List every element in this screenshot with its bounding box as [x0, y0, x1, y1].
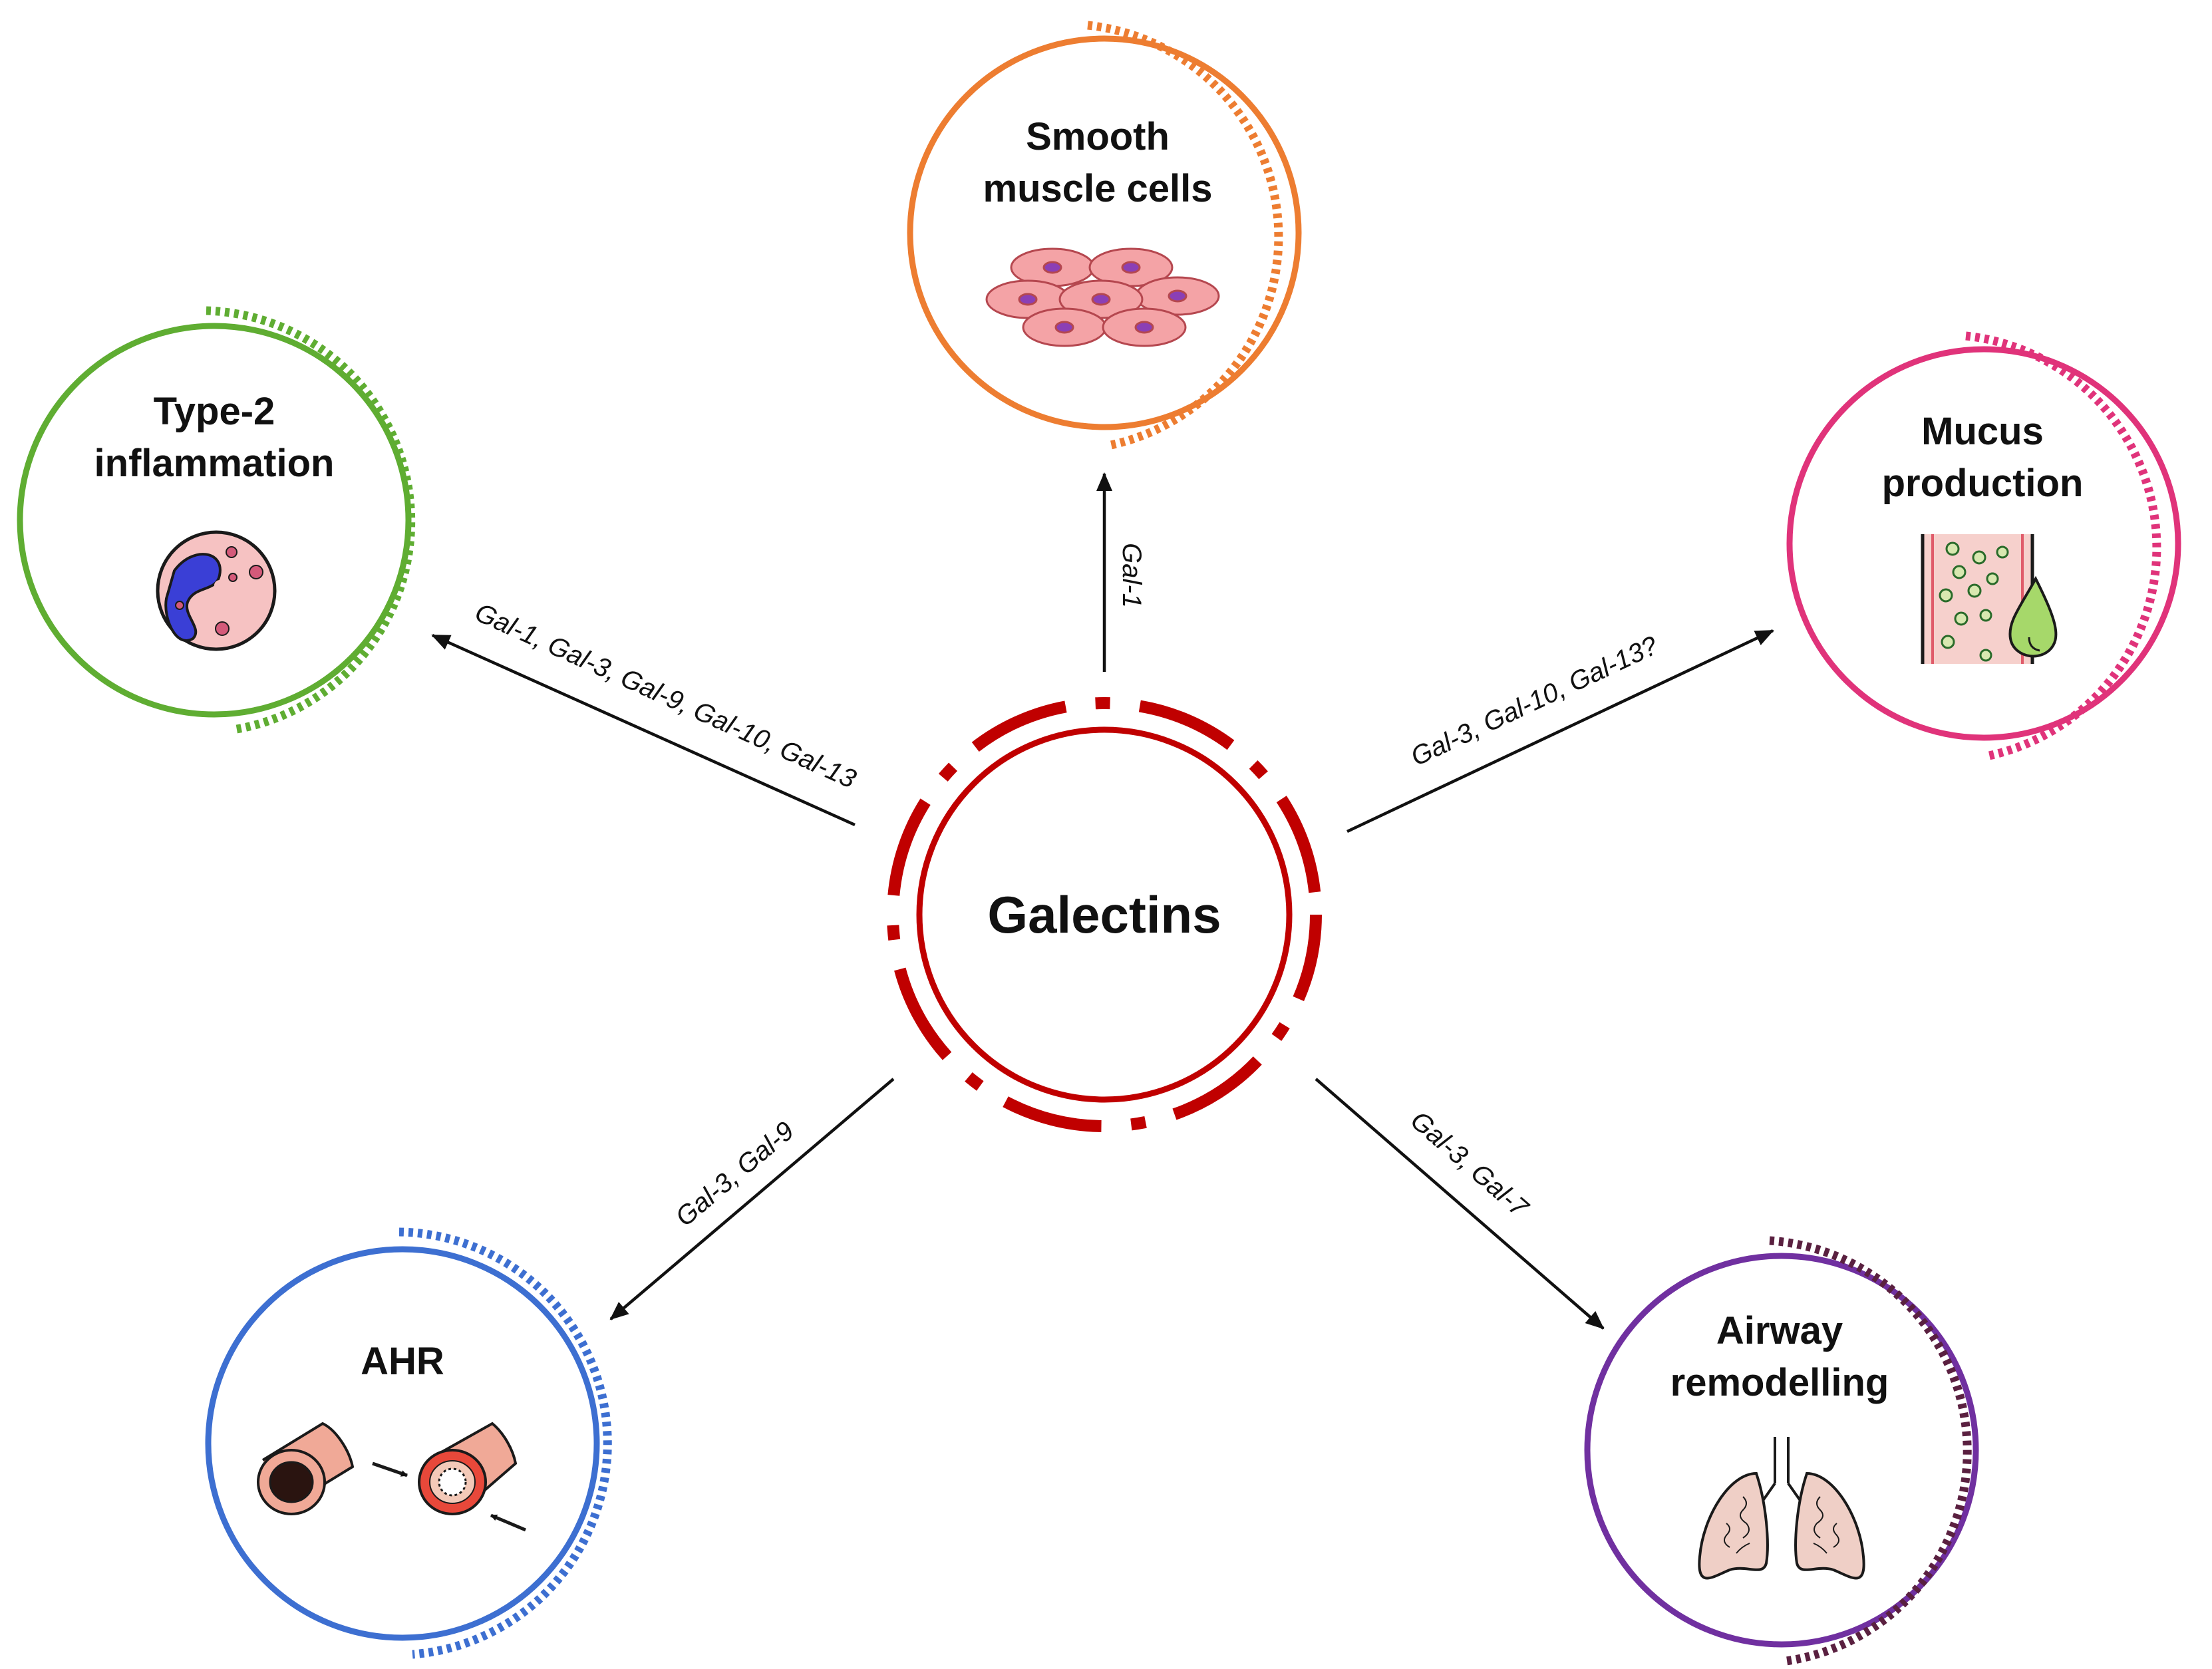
node-mucus: Mucus production	[1786, 331, 2181, 761]
type2-dotted-arc	[206, 306, 416, 734]
eosinophil-icon	[156, 530, 277, 651]
type2-circle	[17, 323, 412, 718]
node-smooth-muscle: Smooth muscle cells	[907, 21, 1302, 450]
smooth-muscle-title-line2: muscle cells	[983, 167, 1213, 210]
mucus-title-line2: production	[1882, 462, 2084, 505]
arrow-to-remodelling	[1315, 1078, 1605, 1330]
remodelling-circle	[1584, 1253, 1979, 1648]
remodelling-dotted-arc	[1769, 1236, 1972, 1666]
ahr-dotted-arc	[398, 1227, 612, 1659]
mucus-airway-icon	[1921, 534, 2058, 664]
smooth-muscle-cells-icon	[985, 247, 1220, 347]
smooth-muscle-dotted-arc	[1087, 21, 1283, 450]
node-type2: Type-2 inflammation	[17, 306, 416, 734]
smooth-muscle-circle	[907, 35, 1302, 430]
center-dashed-ring	[887, 697, 1322, 1132]
remodelling-title-line2: remodelling	[1670, 1361, 1889, 1404]
edge-label-remodelling: Gal-3, Gal-7	[1405, 1106, 1535, 1223]
arrow-to-mucus	[1346, 629, 1774, 834]
arrow-to-type2	[431, 633, 856, 827]
mucus-dotted-arc	[1965, 331, 2161, 761]
airway-constriction-icon	[257, 1422, 526, 1532]
node-remodelling: Airway remodelling	[1584, 1236, 1979, 1666]
lungs-icon	[1698, 1437, 1865, 1580]
ahr-circle	[205, 1246, 600, 1641]
node-ahr: AHR	[205, 1227, 612, 1659]
center-label: Galectins	[987, 885, 1221, 944]
type2-title-line1: Type-2	[154, 390, 275, 433]
arrow-to-ahr	[609, 1078, 895, 1320]
edge-label-smooth-muscle: Gal-1	[1117, 543, 1146, 608]
ahr-title: AHR	[361, 1340, 444, 1383]
remodelling-title-line1: Airway	[1716, 1309, 1843, 1352]
arrows	[431, 472, 1774, 1330]
center-circle	[916, 726, 1293, 1103]
edge-label-type2: Gal-1, Gal-3, Gal-9, Gal-10, Gal-13	[470, 597, 860, 794]
mucus-title-line1: Mucus	[1921, 410, 2044, 453]
type2-title-line2: inflammation	[94, 442, 335, 485]
smooth-muscle-title-line1: Smooth	[1026, 115, 1170, 158]
galectins-center: Galectins	[887, 697, 1322, 1132]
